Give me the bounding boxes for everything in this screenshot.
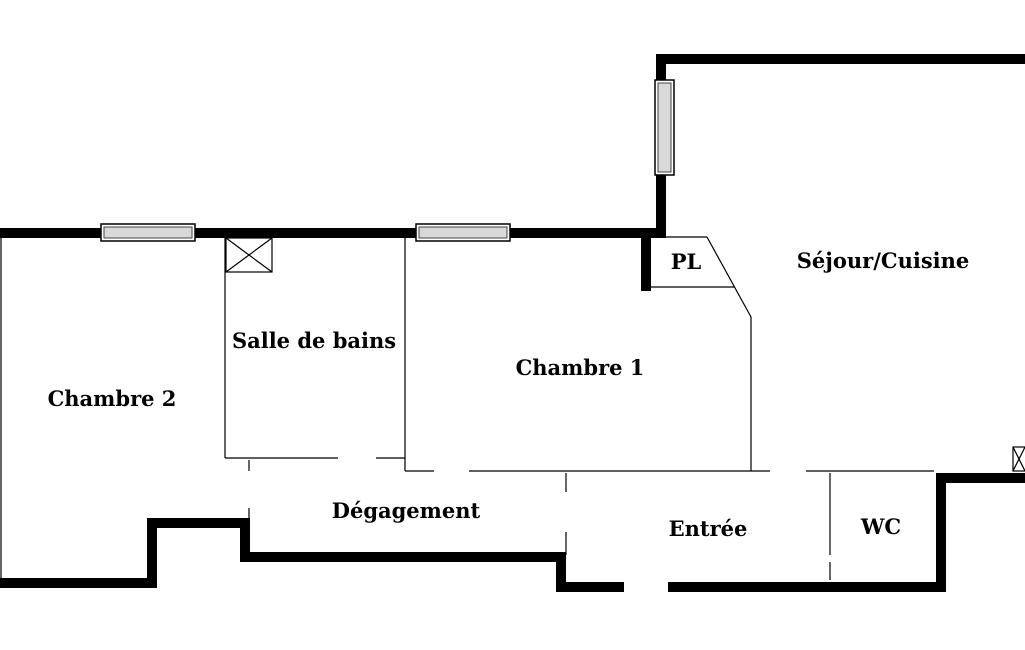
room-label-wc: WC [860,514,901,539]
room-label-pl: PL [671,249,702,274]
room-label-sdb: Salle de bains [232,328,396,353]
room-label-chambre2: Chambre 2 [48,386,177,411]
partition-chambre1-sejour [706,236,752,471]
room-labels: Séjour/Cuisine PL Chambre 1 Salle de bai… [48,248,970,541]
wall-bottom-right [668,473,1025,592]
interior-partitions [0,236,934,580]
exterior-walls [0,54,1025,592]
room-label-entree: Entrée [669,516,748,541]
vent-shaft-right-icon [1012,446,1025,472]
windows [100,79,675,242]
room-label-chambre1: Chambre 1 [516,355,645,380]
window-chambre1 [415,223,511,242]
room-label-sejour: Séjour/Cuisine [797,248,970,273]
wall-bottom-left [0,518,624,592]
window-sejour-vertical [654,79,675,176]
window-chambre2 [100,223,196,242]
room-label-degagement: Dégagement [332,498,481,523]
partition-pl-closet [650,236,735,288]
wall-sejour-top [656,54,1025,235]
vent-shaft-icon [225,237,273,273]
ventilation-shafts [225,237,1025,472]
